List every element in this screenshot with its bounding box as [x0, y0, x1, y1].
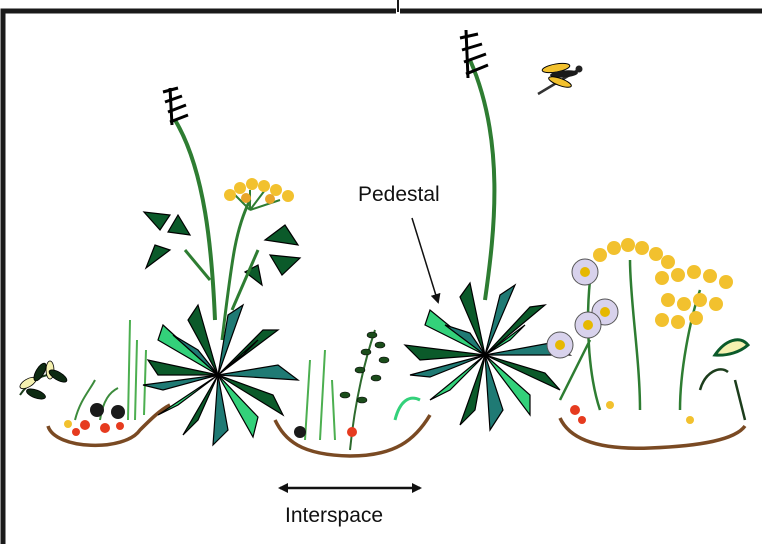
trifoliate-leaf-icon [144, 212, 300, 310]
interspace-plants [294, 330, 420, 450]
bracken-frond-icon [18, 361, 68, 401]
berry-icon [64, 403, 125, 436]
pedestal-arrow [412, 218, 438, 302]
flower-umbel-icon [224, 178, 294, 210]
daisy-icon [547, 259, 618, 358]
interspace-label: Interspace [285, 504, 383, 527]
rosette-plant-icon [143, 305, 298, 445]
rosette-plant-icon [405, 283, 570, 430]
right-tall-stalk [460, 30, 494, 300]
berry-icon [570, 401, 694, 424]
left-tall-plant [144, 88, 300, 340]
frame-border [3, 11, 762, 544]
right-flowers [547, 238, 748, 424]
dragonfly-icon [538, 62, 583, 94]
left-groundcover [18, 320, 146, 436]
pedestal-label: Pedestal [358, 183, 440, 206]
